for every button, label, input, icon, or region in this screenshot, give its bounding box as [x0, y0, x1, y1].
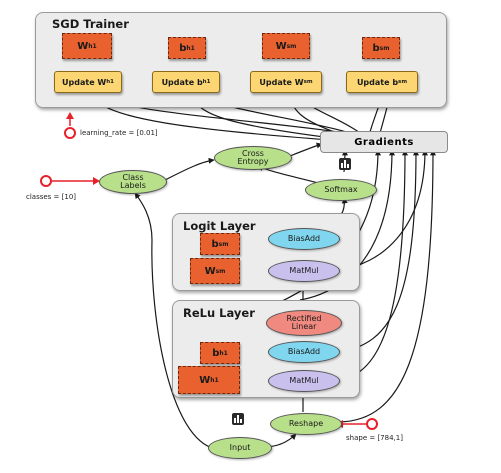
edge-relubias-grad [231, 149, 381, 321]
edge-grad-update2 [190, 93, 333, 139]
edge-input-reshape [263, 433, 297, 448]
edge-grad-update8 [379, 93, 392, 134]
shape-arrow-head [336, 420, 343, 428]
edge-biasadd-softmax [329, 197, 348, 229]
edge-grad-update6 [199, 93, 351, 134]
edge-relu-grad-1 [337, 149, 408, 381]
lr-arrow-head [66, 112, 74, 119]
classes-arrow-head [93, 177, 100, 185]
edge-logit-grad-1 [337, 149, 428, 271]
classes-param-icon [40, 175, 52, 187]
edge-input-labels [134, 192, 217, 450]
edge-grad-update4 [369, 93, 384, 133]
edge-rect-grad [299, 149, 395, 301]
edge-labels-xent [164, 157, 215, 181]
shape-param-icon [366, 418, 378, 430]
edge-grad-update5 [99, 93, 346, 134]
learning-rate-param-icon [64, 127, 76, 139]
edge-xent-grad [289, 142, 323, 157]
edge-softmax-grad [341, 149, 348, 173]
edge-reshape-grad [339, 149, 436, 423]
edge-softmax-xent [257, 165, 323, 185]
edge-bsm-biasadd [237, 237, 267, 244]
